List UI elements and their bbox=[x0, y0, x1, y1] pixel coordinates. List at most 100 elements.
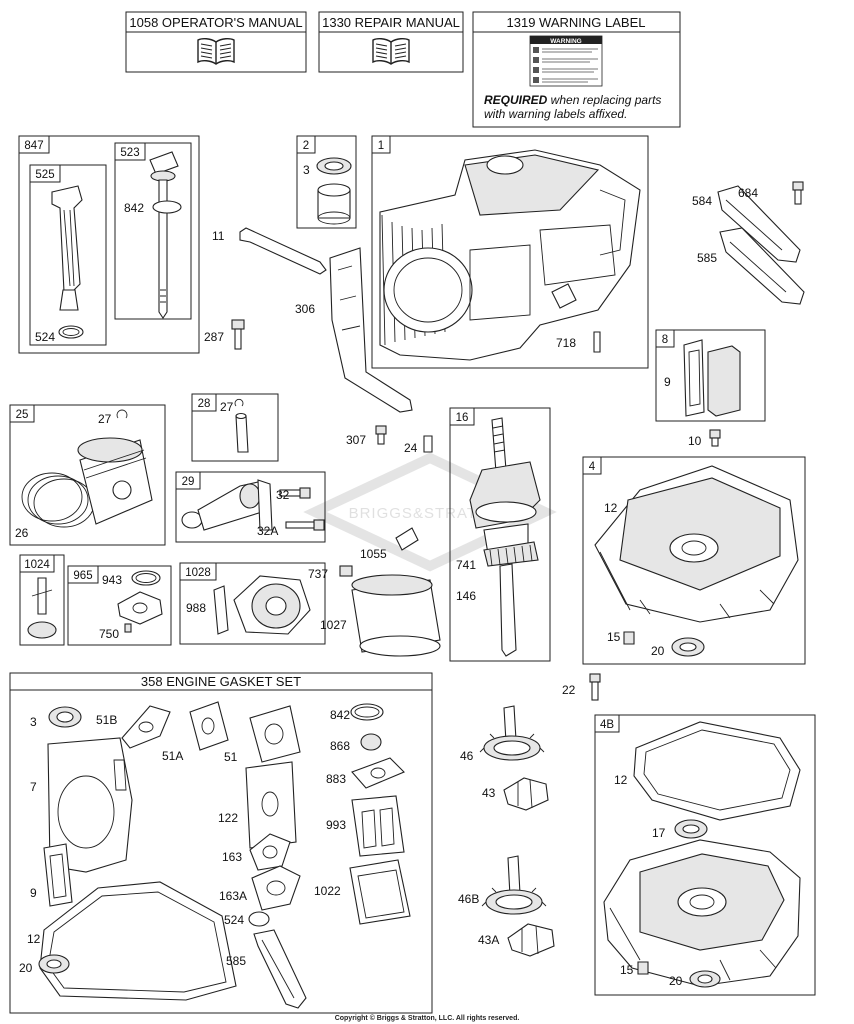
screw bbox=[124, 623, 132, 633]
part-label: 10 bbox=[688, 434, 702, 448]
gasket-set-title: 358 ENGINE GASKET SET bbox=[141, 674, 301, 689]
part-label: 163A bbox=[219, 889, 247, 903]
part-label: 46 bbox=[460, 749, 474, 763]
part-label: 15 bbox=[620, 963, 634, 977]
part-label: 163 bbox=[222, 850, 242, 864]
operators-manual-title: 1058 OPERATOR'S MANUAL bbox=[129, 15, 302, 30]
warning-sticker-title: WARNING bbox=[550, 38, 581, 45]
warning-label-title: 1319 WARNING LABEL bbox=[507, 15, 646, 30]
box-number: 2 bbox=[303, 140, 309, 152]
retaining-clip bbox=[116, 409, 128, 419]
breather-tube bbox=[239, 227, 327, 275]
governor-arm-43a bbox=[507, 923, 555, 957]
box-number: 965 bbox=[73, 570, 92, 582]
nipple bbox=[395, 527, 419, 551]
part-label: 868 bbox=[330, 739, 350, 753]
part-label: 9 bbox=[30, 886, 37, 900]
part-label: 1022 bbox=[314, 884, 341, 898]
sump-gasket bbox=[39, 881, 237, 1001]
part-label: 842 bbox=[330, 708, 350, 722]
box-number: 525 bbox=[35, 169, 54, 181]
part-label: 3 bbox=[303, 163, 310, 177]
breather-cover bbox=[707, 345, 741, 417]
gasket-122 bbox=[245, 761, 297, 849]
kit-box-1: 1 718 bbox=[371, 135, 649, 369]
box-number: 1 bbox=[378, 140, 384, 152]
part-label: 1027 bbox=[320, 618, 347, 632]
retaining-clip bbox=[234, 398, 244, 407]
screw-287 bbox=[231, 319, 245, 350]
kit-box-965: 965 943 750 bbox=[67, 565, 172, 646]
kit-box-847: 847 525 524 523 842 bbox=[18, 135, 200, 354]
crankshaft bbox=[469, 417, 541, 657]
part-label: 287 bbox=[204, 330, 224, 344]
kit-box-2: 2 3 bbox=[296, 135, 357, 229]
part-label: 883 bbox=[326, 772, 346, 786]
piston bbox=[77, 437, 153, 525]
part-label: 585 bbox=[226, 954, 246, 968]
kit-box-29: 29 32 32A bbox=[175, 471, 326, 543]
gasket-584 bbox=[717, 185, 801, 263]
box-number: 1028 bbox=[185, 567, 211, 579]
oil-pump bbox=[233, 575, 311, 635]
part-label: 27 bbox=[220, 400, 234, 414]
part-label: 51 bbox=[224, 750, 238, 764]
governor-gear-46b bbox=[481, 855, 547, 915]
book-icon bbox=[372, 37, 410, 65]
gasket bbox=[213, 585, 229, 635]
gasket-585 bbox=[253, 929, 307, 1009]
box-number: 4 bbox=[589, 461, 596, 473]
copyright: Copyright © Briggs & Stratton, LLC. All … bbox=[335, 1014, 520, 1022]
o-ring bbox=[248, 911, 270, 927]
part-label: 24 bbox=[404, 441, 418, 455]
cylinder-block bbox=[379, 149, 641, 361]
watermark-text: BRIGGS&STRATTON bbox=[349, 505, 512, 522]
part-label: 43A bbox=[478, 933, 499, 947]
dipstick-tube bbox=[51, 185, 83, 311]
governor-arm-43 bbox=[503, 777, 549, 811]
part-label: 524 bbox=[35, 330, 55, 344]
plug bbox=[637, 961, 649, 975]
part-label: 20 bbox=[19, 961, 33, 975]
oil-filter bbox=[351, 574, 441, 657]
seal-ring bbox=[350, 703, 384, 721]
part-label: 122 bbox=[218, 811, 238, 825]
part-label: 43 bbox=[482, 786, 496, 800]
part-label: 988 bbox=[186, 601, 206, 615]
part-label: 26 bbox=[15, 526, 29, 540]
gasket-1022 bbox=[349, 859, 411, 925]
dowel-pin bbox=[593, 331, 601, 353]
cover-plate bbox=[117, 591, 163, 625]
part-label: 20 bbox=[669, 974, 683, 988]
engine-gasket-set-box: 358 ENGINE GASKET SET 3 51B 51A 51 842 8… bbox=[9, 672, 433, 1014]
part-label: 741 bbox=[456, 558, 476, 572]
box-number: 8 bbox=[662, 334, 668, 346]
sump-gasket bbox=[633, 721, 801, 821]
part-label: 46B bbox=[458, 892, 479, 906]
part-label: 32 bbox=[276, 488, 290, 502]
part-label: 993 bbox=[326, 818, 346, 832]
gasket-993 bbox=[351, 795, 405, 857]
part-label: 17 bbox=[652, 826, 666, 840]
book-icon bbox=[197, 37, 235, 65]
warning-sticker: WARNING bbox=[529, 35, 603, 87]
part-label: 20 bbox=[651, 644, 665, 658]
part-label: 11 bbox=[212, 229, 225, 243]
gasket-51 bbox=[249, 705, 301, 763]
part-label: 51B bbox=[96, 713, 117, 727]
air-guide bbox=[329, 247, 413, 413]
part-label: 585 bbox=[697, 251, 717, 265]
part-label: 1055 bbox=[360, 547, 387, 561]
piston-rings bbox=[21, 472, 95, 528]
piston-pin bbox=[235, 415, 249, 453]
governor-gear-46 bbox=[479, 705, 545, 761]
gasket-163a bbox=[251, 865, 301, 911]
box-number: 1024 bbox=[24, 559, 50, 571]
warning-label-box: 1319 WARNING LABEL WARNING REQUIRED when… bbox=[472, 11, 681, 128]
part-label: 12 bbox=[27, 932, 41, 946]
gear bbox=[27, 621, 57, 639]
kit-box-25: 25 27 26 bbox=[9, 404, 166, 546]
part-label: 7 bbox=[30, 780, 37, 794]
governor-shaft bbox=[37, 577, 47, 615]
